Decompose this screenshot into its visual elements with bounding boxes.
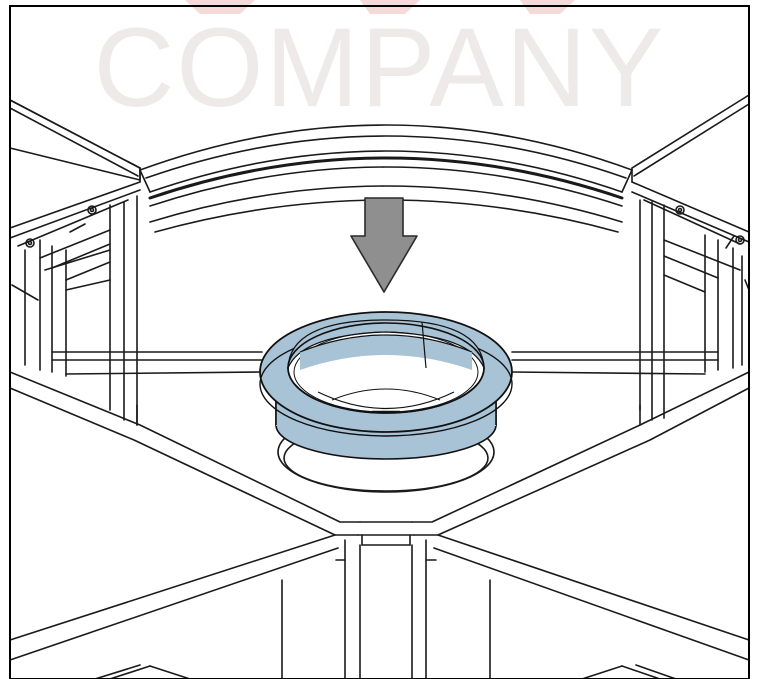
frame-border <box>9 5 750 679</box>
collar-ring <box>259 311 513 460</box>
mid-rails <box>51 351 719 375</box>
right-top-slab <box>631 94 750 245</box>
left-posts <box>11 195 138 426</box>
left-top-slab <box>9 99 141 247</box>
right-posts <box>639 199 750 421</box>
screws <box>25 205 745 249</box>
lower-compartments <box>9 534 750 679</box>
down-arrow-icon <box>350 197 418 293</box>
curved-back-wall <box>139 124 633 233</box>
